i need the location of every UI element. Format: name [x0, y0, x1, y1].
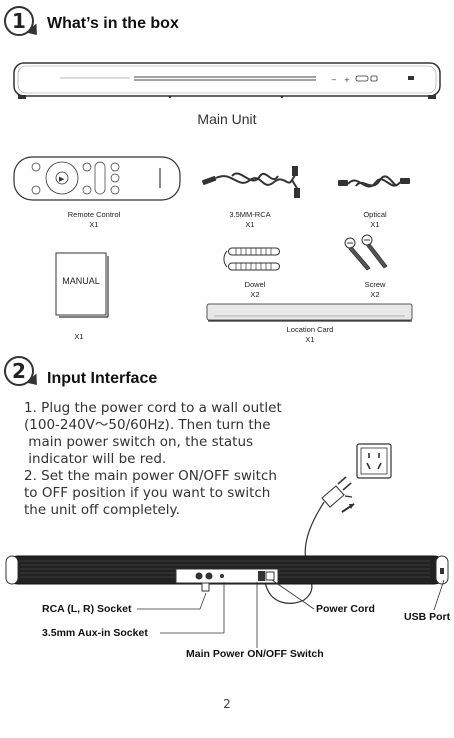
screw-illustration [344, 234, 388, 271]
aux-socket-callout: 3.5mm Aux-in Socket [42, 627, 148, 639]
step-1-number: 1 [12, 9, 26, 33]
screw-qty: X2 [370, 290, 380, 299]
rca-name: 3.5MM-RCA [229, 210, 271, 219]
optical-caption: Optical X1 [330, 210, 420, 230]
step-2-badge: 2 [4, 356, 34, 386]
power-switch-callout: Main Power ON/OFF Switch [186, 648, 324, 660]
instruction-line: main power switch on, the status [24, 434, 254, 450]
rca-cable-illustration [202, 166, 300, 198]
section-1-title: What’s in the box [47, 15, 179, 32]
remote-caption: Remote Control X1 [44, 210, 144, 230]
step-2-number: 2 [12, 359, 26, 383]
section-2-title: Input Interface [47, 370, 158, 387]
power-cord-callout: Power Cord [316, 603, 375, 615]
location-card-caption: Location Card X1 [260, 325, 360, 345]
instruction-line: 1. Plug the power cord to a wall outlet [24, 400, 282, 416]
rca-socket-callout: RCA (L, R) Socket [42, 603, 132, 615]
plug-icon [321, 476, 353, 508]
page-number: 2 [223, 697, 231, 711]
manual-qty: X1 [74, 332, 84, 341]
usb-port-callout: USB Port [404, 611, 451, 623]
screw-name: Screw [364, 280, 386, 289]
main-unit-illustration: − + [13, 62, 441, 99]
manual-booklet-illustration [55, 252, 109, 318]
optical-name: Optical [363, 210, 387, 219]
main-unit-label: Main Unit [197, 111, 257, 127]
rca-qty: X1 [245, 220, 255, 229]
step-1-badge: 1 [4, 6, 34, 36]
location-card-illustration [206, 303, 413, 322]
remote-qty: X1 [89, 220, 99, 229]
manual-title: MANUAL [62, 276, 100, 286]
instructions: 1. Plug the power cord to a wall outlet … [24, 400, 324, 519]
wall-outlet-icon [356, 443, 392, 479]
rca-caption: 3.5MM-RCA X1 [205, 210, 295, 230]
dowel-name: Dowel [244, 280, 266, 289]
dowel-caption: Dowel X2 [225, 280, 285, 300]
svg-text:▶: ▶ [59, 175, 65, 183]
optical-qty: X1 [370, 220, 380, 229]
instruction-line: the unit off completely. [24, 502, 180, 518]
svg-text:−: − [331, 76, 337, 84]
instruction-line: indicator will be red. [24, 451, 167, 467]
instruction-line: 2. Set the main power ON/OFF switch [24, 468, 277, 484]
instruction-line: (100-240V～50/60Hz). Then turn the [24, 417, 271, 433]
location-card-name: Location Card [286, 325, 334, 334]
screw-caption: Screw X2 [345, 280, 405, 300]
remote-control-illustration: ▶ [13, 156, 181, 201]
dowel-illustration [223, 247, 280, 271]
optical-cable-illustration [338, 175, 410, 188]
location-card-qty: X1 [305, 335, 315, 344]
instruction-line: to OFF position if you want to switch [24, 485, 271, 501]
remote-name: Remote Control [67, 210, 121, 219]
svg-text:+: + [344, 76, 350, 84]
dowel-qty: X2 [250, 290, 260, 299]
